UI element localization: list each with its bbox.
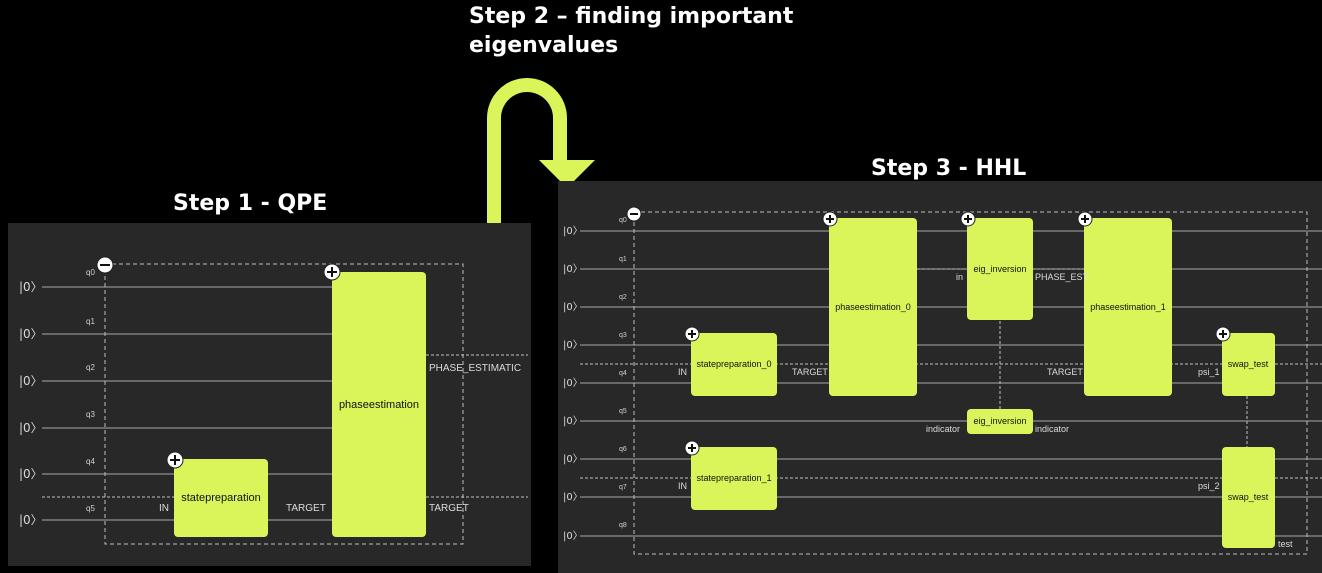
expand-icon[interactable] xyxy=(323,263,341,281)
swap-test-bottom-block[interactable] xyxy=(1222,447,1275,548)
svg-text:|0〉: |0〉 xyxy=(563,377,583,389)
qpe-port-target-out: TARGET xyxy=(429,503,469,514)
svg-text:q0: q0 xyxy=(619,217,627,224)
hhl-port-psi-2: psi_2 xyxy=(1198,481,1220,491)
step1-heading: Step 1 - QPE xyxy=(173,191,328,216)
svg-text:q7: q7 xyxy=(619,484,627,491)
hhl-port-target-1: TARGET xyxy=(1047,367,1083,377)
eig-inversion-bottom-label: eig_inversion xyxy=(973,416,1026,426)
svg-text:q4: q4 xyxy=(619,370,627,377)
expand-icon[interactable] xyxy=(684,326,700,342)
svg-text:q3: q3 xyxy=(619,332,627,339)
phaseestimation-0-label: phaseestimation_0 xyxy=(835,302,911,312)
qpe-port-phase-estimation: PHASE_ESTIMATIC xyxy=(429,363,521,374)
swap-test-top-label: swap_test xyxy=(1228,359,1269,369)
svg-text:q2: q2 xyxy=(86,363,95,372)
svg-text:q1: q1 xyxy=(86,317,95,326)
hhl-port-test: test xyxy=(1278,539,1293,549)
hhl-circuit-panel: statepreparation_0 statepreparation_1 ph… xyxy=(558,181,1322,573)
svg-text:|0〉: |0〉 xyxy=(563,301,583,313)
svg-text:q2: q2 xyxy=(619,294,627,301)
collapse-icon[interactable] xyxy=(626,206,642,222)
svg-text:|0〉: |0〉 xyxy=(19,513,43,527)
phaseestimation-0-block[interactable] xyxy=(829,218,917,396)
hhl-port-in-1: IN xyxy=(678,481,687,491)
expand-icon[interactable] xyxy=(1077,211,1093,227)
svg-text:|0〉: |0〉 xyxy=(563,339,583,351)
collapse-icon[interactable] xyxy=(96,256,114,274)
eig-inversion-top-label: eig_inversion xyxy=(973,264,1026,274)
svg-text:q8: q8 xyxy=(619,522,627,529)
statepreparation-1-label: statepreparation_1 xyxy=(696,473,771,483)
statepreparation-1-block[interactable] xyxy=(691,447,777,510)
hhl-kets: |0〉 |0〉 |0〉 |0〉 |0〉 |0〉 |0〉 |0〉 |0〉 xyxy=(563,225,583,542)
step3-heading: Step 3 - HHL xyxy=(871,156,1027,181)
statepreparation-block[interactable] xyxy=(174,459,268,537)
hhl-qubit-labels: q0 q1 q2 q3 q4 q5 q6 q7 q8 xyxy=(619,217,627,529)
svg-text:q3: q3 xyxy=(86,410,95,419)
statepreparation-label: statepreparation xyxy=(181,492,261,504)
svg-text:|0〉: |0〉 xyxy=(19,280,43,294)
svg-text:|0〉: |0〉 xyxy=(563,530,583,542)
eig-inversion-bottom-block[interactable] xyxy=(967,409,1033,434)
phaseestimation-1-block[interactable] xyxy=(1084,218,1172,396)
qpe-port-in: IN xyxy=(159,503,169,514)
svg-text:|0〉: |0〉 xyxy=(19,327,43,341)
expand-icon[interactable] xyxy=(960,211,976,227)
hhl-port-indicator-in: indicator xyxy=(926,424,960,434)
svg-text:q6: q6 xyxy=(619,446,627,453)
expand-icon[interactable] xyxy=(1215,326,1231,342)
hhl-port-phase-est: PHASE_EST xyxy=(1035,272,1089,282)
phaseestimation-1-label: phaseestimation_1 xyxy=(1090,302,1166,312)
eig-inversion-top-block[interactable] xyxy=(967,218,1033,320)
svg-text:|0〉: |0〉 xyxy=(19,467,43,481)
step2-heading-line2: eigenvalues xyxy=(469,33,619,58)
svg-text:|0〉: |0〉 xyxy=(563,453,583,465)
qpe-circuit-panel: statepreparation phaseestimation |0〉 |0〉… xyxy=(8,223,531,566)
phaseestimation-block[interactable] xyxy=(332,272,426,537)
hhl-port-in-0: IN xyxy=(678,367,687,377)
qpe-kets: |0〉 |0〉 |0〉 |0〉 |0〉 |0〉 xyxy=(19,280,43,527)
qpe-port-target: TARGET xyxy=(286,503,326,514)
svg-text:q0: q0 xyxy=(86,268,95,277)
svg-text:|0〉: |0〉 xyxy=(563,263,583,275)
svg-text:|0〉: |0〉 xyxy=(563,225,583,237)
svg-text:q1: q1 xyxy=(619,256,627,263)
svg-text:|0〉: |0〉 xyxy=(19,421,43,435)
svg-text:q5: q5 xyxy=(619,408,627,415)
svg-text:|0〉: |0〉 xyxy=(19,374,43,388)
expand-icon[interactable] xyxy=(166,451,184,469)
qpe-function-group xyxy=(104,263,464,545)
statepreparation-0-block[interactable] xyxy=(691,333,777,396)
phaseestimation-label: phaseestimation xyxy=(339,399,419,411)
hhl-port-psi-1: psi_1 xyxy=(1198,367,1220,377)
expand-icon[interactable] xyxy=(684,440,700,456)
hhl-port-in-eig: in xyxy=(956,272,963,282)
statepreparation-0-label: statepreparation_0 xyxy=(696,359,771,369)
hhl-port-indicator-out: indicator xyxy=(1035,424,1069,434)
svg-text:q4: q4 xyxy=(86,457,95,466)
expand-icon[interactable] xyxy=(822,211,838,227)
hhl-port-target-0: TARGET xyxy=(792,367,828,377)
swap-test-top-block[interactable] xyxy=(1222,333,1275,396)
svg-text:|0〉: |0〉 xyxy=(563,415,583,427)
svg-text:|0〉: |0〉 xyxy=(563,491,583,503)
swap-test-bottom-label: swap_test xyxy=(1228,492,1269,502)
svg-text:q5: q5 xyxy=(86,504,95,513)
step2-heading-line1: Step 2 – finding important xyxy=(469,4,794,29)
qpe-qubit-labels: q0 q1 q2 q3 q4 q5 xyxy=(86,268,95,513)
